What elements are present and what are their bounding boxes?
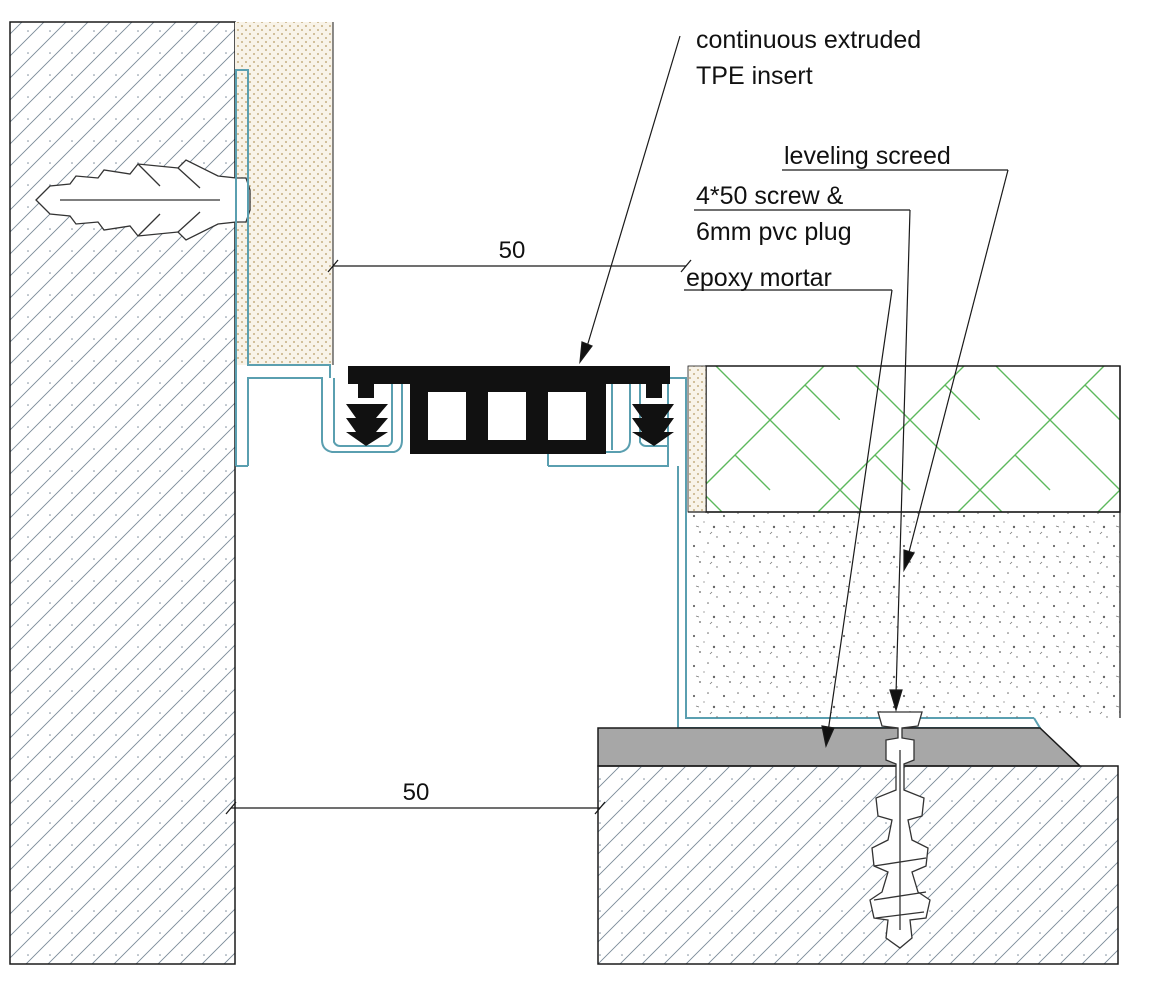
floor-tile	[705, 365, 1121, 513]
label-tpe-insert-line2: TPE insert	[696, 62, 813, 90]
label-screw-line2: 6mm pvc plug	[696, 218, 852, 246]
wall-filler-strip	[235, 22, 334, 365]
insert-right-barb	[632, 384, 674, 446]
lower-dimension-value: 50	[403, 779, 430, 806]
insert-left-barb	[346, 384, 388, 446]
tile-joint-filler	[687, 365, 707, 513]
leader-screw-plug	[694, 209, 911, 713]
base-slab	[597, 765, 1119, 965]
lower-dimension	[225, 801, 606, 815]
upper-dimension	[327, 259, 692, 273]
leader-tpe-insert	[579, 35, 681, 365]
left-wall	[9, 21, 236, 965]
label-leveling-screed: leveling screed	[784, 142, 951, 170]
epoxy-mortar-bed	[597, 727, 1082, 767]
tpe-insert	[346, 366, 674, 454]
leveling-screed	[688, 366, 1121, 718]
wall-side-profile	[235, 69, 410, 467]
label-epoxy-mortar: epoxy mortar	[686, 264, 832, 292]
floor-anchor-plug	[869, 711, 931, 949]
leader-epoxy-mortar	[684, 289, 893, 748]
upper-dimension-value: 50	[499, 237, 526, 264]
leader-leveling-screed	[782, 169, 1009, 573]
label-tpe-insert-line1: continuous extruded	[696, 26, 921, 54]
label-screw-line1: 4*50 screw &	[696, 182, 844, 210]
